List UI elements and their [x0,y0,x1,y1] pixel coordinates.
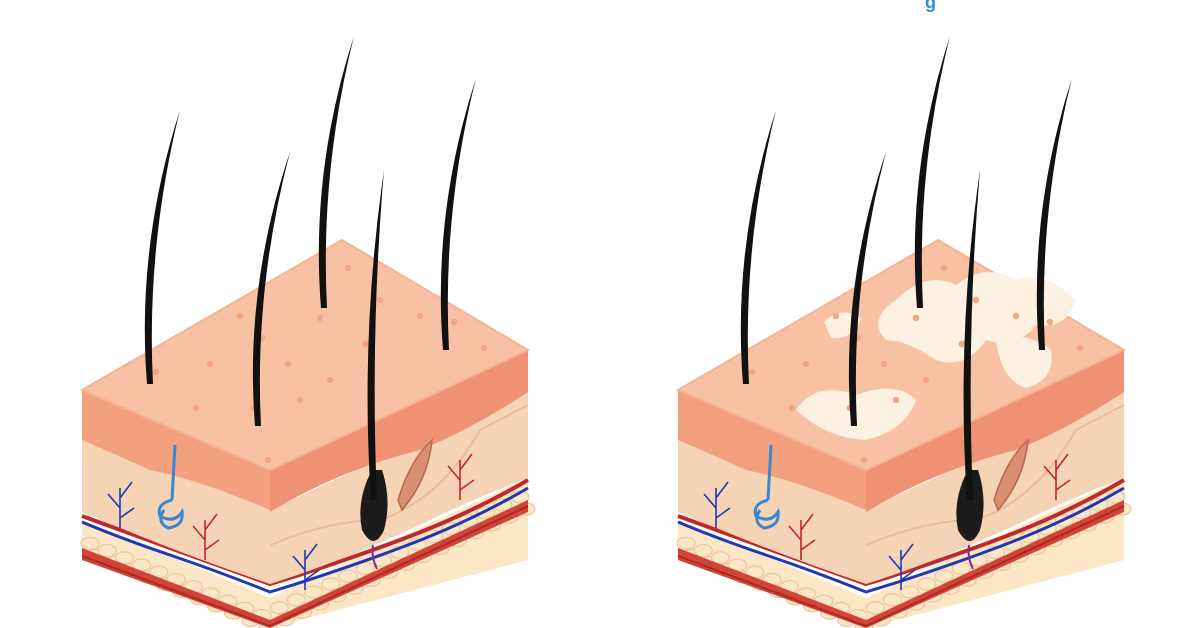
pore [326,376,334,384]
pore [316,314,324,322]
fat-cell [338,569,358,583]
muscle-stripe [81,505,529,628]
pore [912,314,920,322]
vein-branch [703,481,731,528]
muscle-layer [678,500,1124,628]
pore [1046,318,1054,326]
patch [996,336,1052,388]
pore [832,312,840,320]
fat-cell [286,593,306,607]
fat-cell [676,536,696,550]
epidermis-right-face [866,350,1124,512]
artery-line [81,478,530,587]
pore [922,376,930,384]
pore [192,404,200,412]
muscle-layer [82,500,528,628]
artery-branch [1043,453,1071,500]
vitiligo-skin-block [675,36,1132,628]
fat-cell [114,551,135,565]
fat-cell [1089,498,1109,512]
hairs [144,36,476,500]
hair-strand [440,78,476,350]
dermis-left-face [82,430,270,584]
pore [892,396,900,404]
fat-cell [917,577,937,591]
pore [860,456,868,464]
vein-branch [888,543,916,590]
vein-line [81,486,529,594]
pore [1076,344,1084,352]
fat-cell [493,498,513,512]
pore [206,360,214,368]
pore [788,404,796,412]
pore [296,396,304,404]
pore [958,340,966,348]
hair-follicle [360,470,388,541]
papilla-vessel [967,544,974,570]
muscle-stripe [677,505,1125,628]
hair-strand [740,110,776,384]
arrector-muscle [397,438,433,512]
hair-strand [914,36,950,308]
vein-line [677,486,1125,594]
fat-cell [97,543,117,558]
skin-surface [79,238,531,472]
hair-strand [848,152,886,426]
pore [152,368,160,376]
hair-strand [963,170,980,500]
fat-cell [900,585,920,599]
hair-strand [367,170,384,500]
fat-cell [80,536,100,550]
pore [450,318,458,326]
pore [362,340,370,348]
pore [376,296,384,304]
pore [880,360,888,368]
pore [748,368,756,376]
pore [236,312,244,320]
pore [480,344,488,352]
pore [284,360,292,368]
artery-branch [788,513,816,560]
pore [972,296,980,304]
hair-follicle [956,470,984,541]
pore [416,312,424,320]
pore [940,264,948,272]
pore [802,360,810,368]
fat-cell [934,569,954,583]
fat-cell [693,543,713,558]
sweat-gland [157,444,184,530]
hair-strand [252,152,290,426]
hair-strand [144,110,180,384]
epidermis-right-face [270,350,528,512]
vein-branch [292,543,320,590]
arrector-muscle [993,438,1029,512]
artery-branch [192,513,220,560]
fat-cell [865,601,885,615]
pore [344,264,352,272]
fat-cell [321,577,341,591]
normal-skin-block [79,36,536,628]
fat-cell [304,585,324,599]
dermis-right-face [270,390,528,584]
sweat-gland [753,444,780,530]
hair-strand [1036,78,1072,350]
dermis-right-face [866,390,1124,584]
hairs [740,36,1072,500]
patch [878,272,1076,363]
papilla-vessel [371,544,378,570]
hair-strand [318,36,354,308]
fat-cell [269,601,289,615]
fat-cell [882,593,902,607]
fat-cell [710,551,731,565]
artery-line [677,478,1126,587]
artery-branch [447,453,475,500]
pore [264,456,272,464]
dermis-left-face [678,430,866,584]
vein-branch [107,481,135,528]
pore [1012,312,1020,320]
